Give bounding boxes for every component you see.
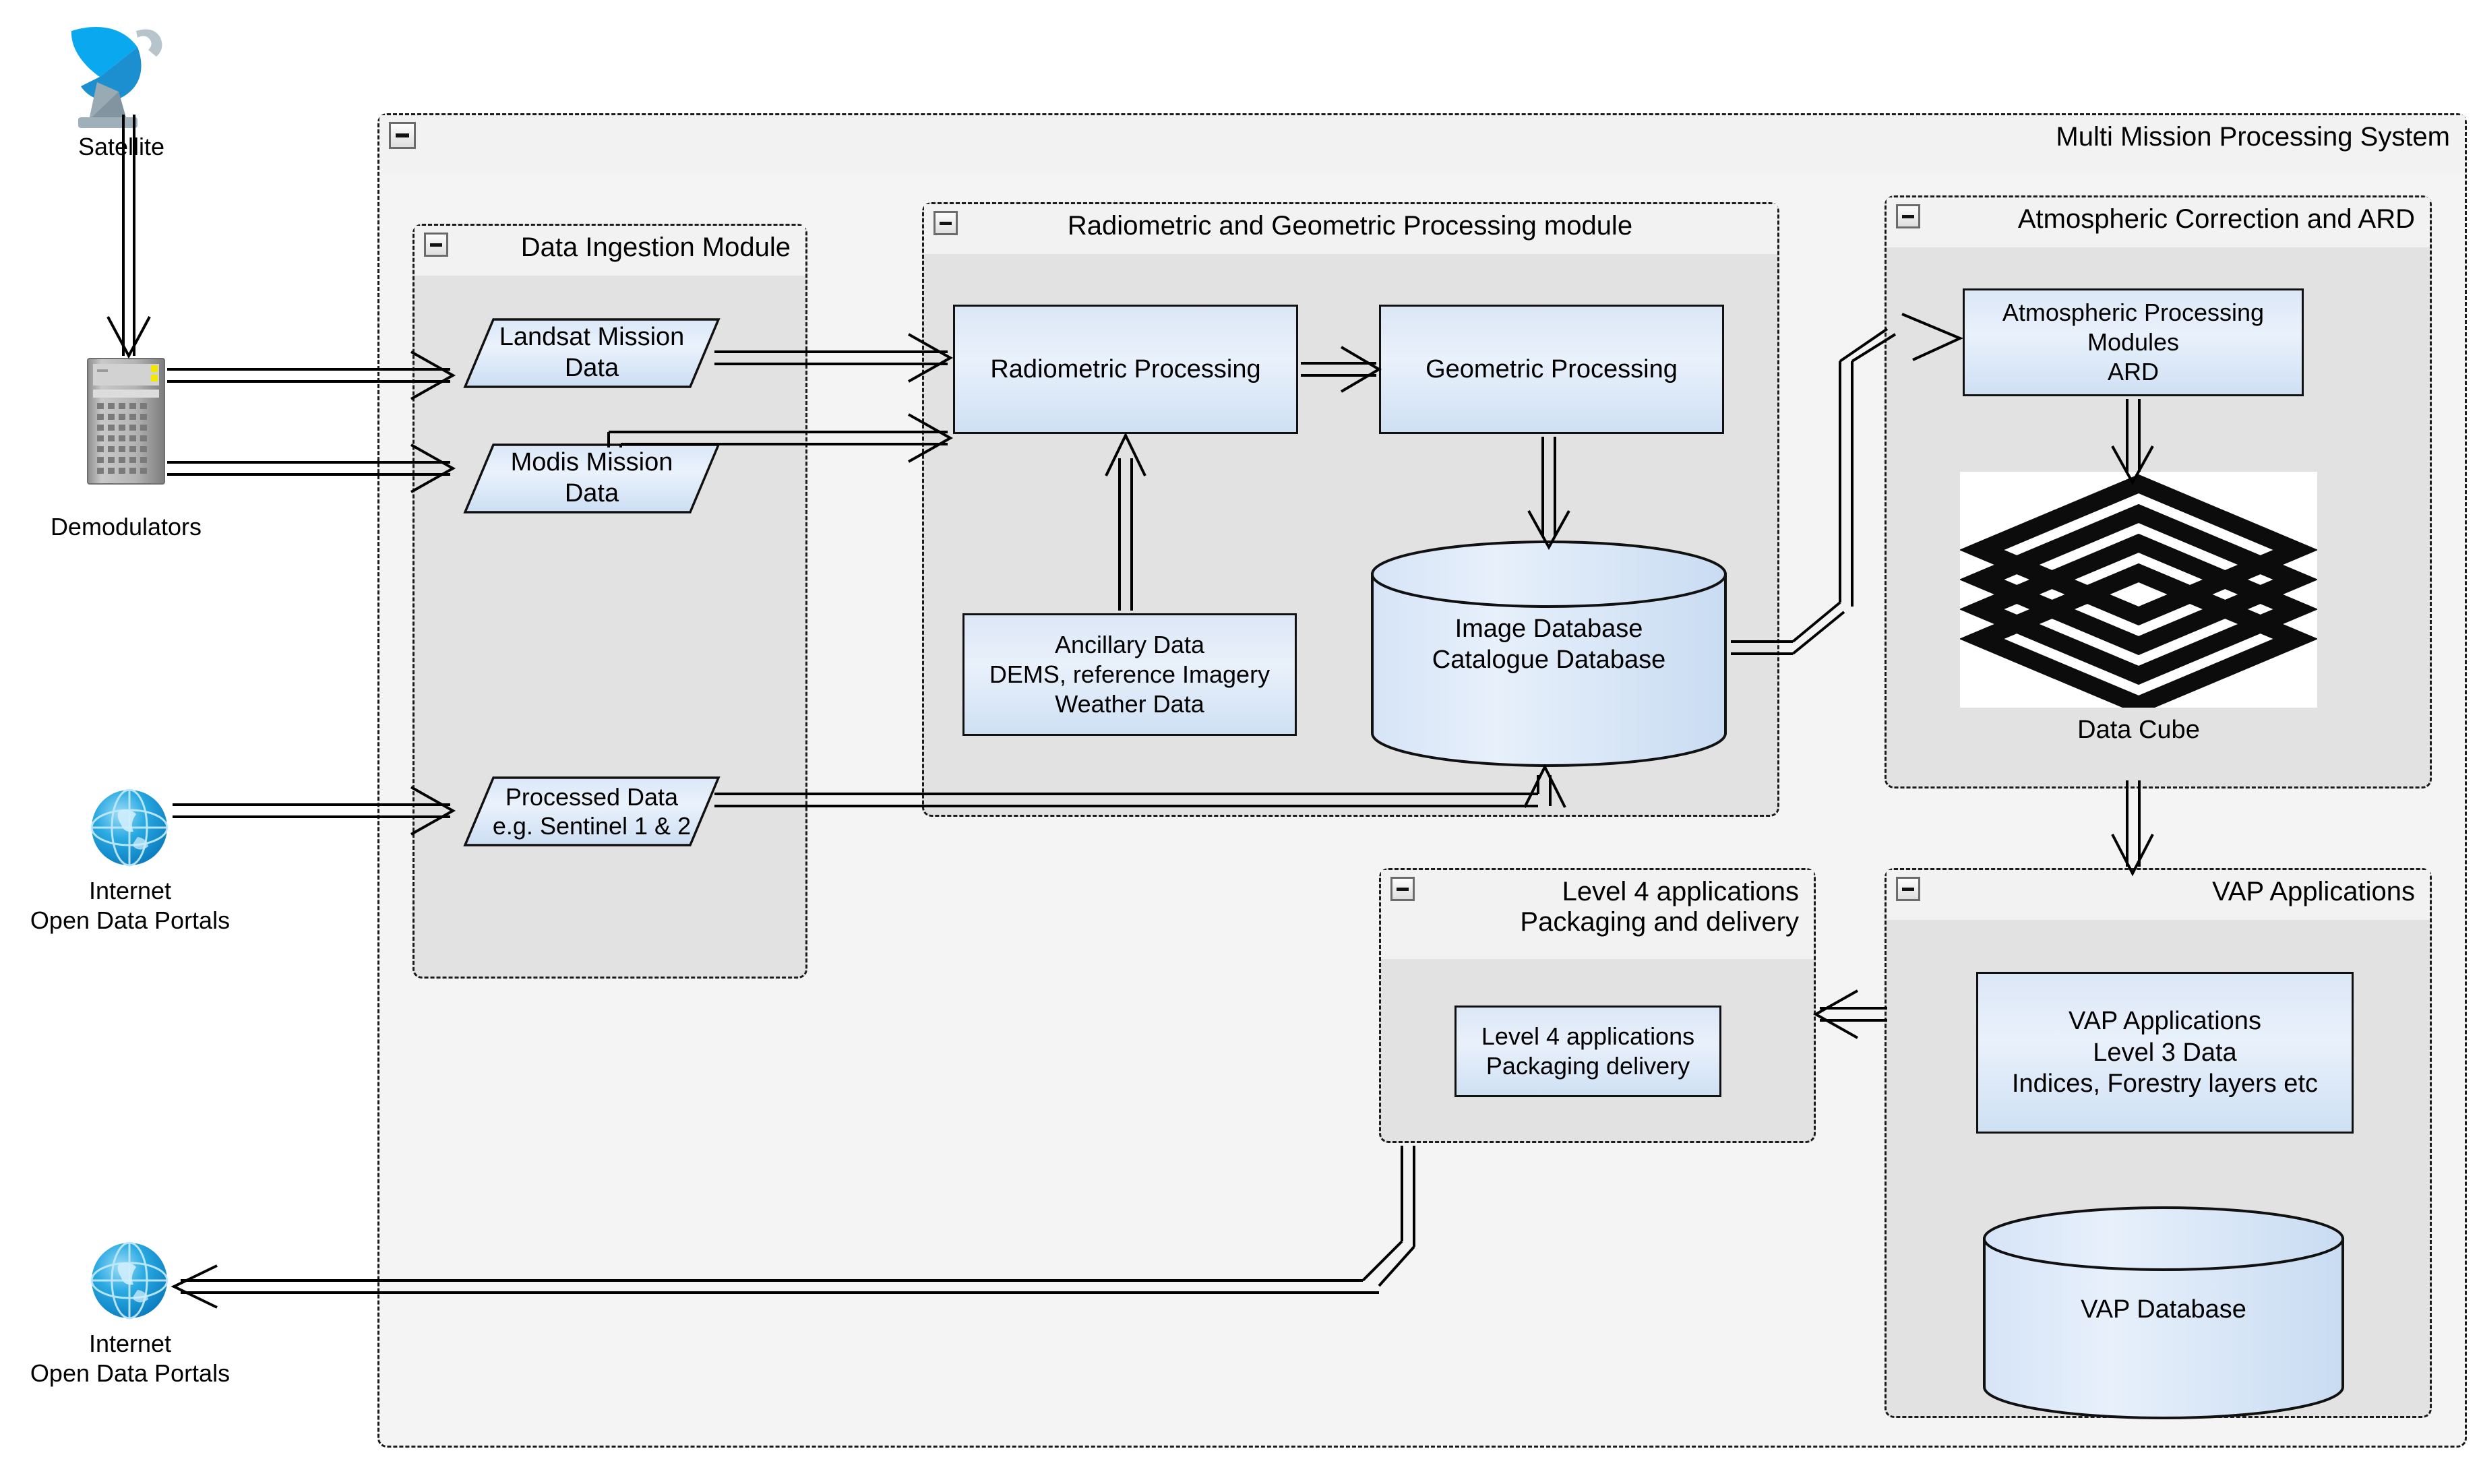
node-vap-database[interactable]: VAP Database (1982, 1206, 2346, 1422)
node-label-processed: Processed Data e.g. Sentinel 1 & 2 (492, 782, 692, 840)
node-radiometric-processing[interactable]: Radiometric Processing (953, 305, 1298, 434)
node-ancillary-data[interactable]: Ancillary Data DEMS, reference Imagery W… (962, 613, 1297, 736)
minus-icon[interactable] (389, 122, 416, 149)
label-internet-open-data-portals-bottom: Internet Open Data Portals (30, 1330, 231, 1387)
node-level4-applications-packaging[interactable]: Level 4 applications Packaging delivery (1454, 1006, 1721, 1097)
node-modis-mission-data[interactable]: Modis Mission Data (463, 443, 721, 514)
label-satellite: Satellite (78, 133, 165, 160)
panel-header-level4: Level 4 applications Packaging and deliv… (1381, 870, 1814, 959)
minus-icon[interactable] (424, 233, 448, 257)
node-vap-applications-level3[interactable]: VAP Applications Level 3 Data Indices, F… (1976, 972, 2354, 1134)
node-processed-data[interactable]: Processed Data e.g. Sentinel 1 & 2 (463, 776, 721, 846)
data-cube-icon[interactable] (1959, 472, 2319, 715)
panel-title-data-ingestion: Data Ingestion Module (520, 233, 791, 262)
minus-icon[interactable] (933, 211, 958, 235)
minus-icon[interactable] (1896, 877, 1920, 901)
panel-title-multi-mission: Multi Mission Processing System (2056, 122, 2450, 152)
node-landsat-mission-data[interactable]: Landsat Mission Data (463, 318, 721, 388)
panel-title-vap: VAP Applications (2212, 877, 2415, 906)
panel-title-radiometric-geometric: Radiometric and Geometric Processing mod… (1067, 211, 1633, 241)
panel-header-vap: VAP Applications (1887, 870, 2430, 920)
node-label-modis: Modis Mission Data (510, 448, 673, 507)
label-internet-open-data-portals-top: Internet Open Data Portals (30, 877, 231, 934)
satellite-dish-icon[interactable] (62, 12, 183, 131)
globe-icon[interactable] (88, 1239, 171, 1322)
server-rack-icon[interactable] (86, 357, 166, 485)
minus-icon[interactable] (1896, 204, 1920, 228)
panel-title-level4: Level 4 applications Packaging and deliv… (1520, 877, 1799, 937)
minus-icon[interactable] (1390, 877, 1415, 901)
node-atmospheric-processing-modules[interactable]: Atmospheric Processing Modules ARD (1963, 288, 2304, 396)
panel-header-data-ingestion: Data Ingestion Module (415, 226, 805, 276)
globe-icon[interactable] (88, 786, 171, 869)
panel-header-atmospheric: Atmospheric Correction and ARD (1887, 197, 2430, 247)
node-label-landsat: Landsat Mission Data (499, 323, 685, 382)
data-cube-label: Data Cube (2077, 716, 2200, 744)
panel-header-multi-mission: Multi Mission Processing System (379, 115, 2465, 175)
node-label-image-database: Image Database Catalogue Database (1432, 615, 1666, 675)
panel-header-radiometric-geometric: Radiometric and Geometric Processing mod… (924, 204, 1777, 254)
node-image-catalogue-database[interactable]: Image Database Catalogue Database (1370, 539, 1728, 768)
label-demodulators: Demodulators (50, 513, 202, 540)
node-label-vap-database: VAP Database (2081, 1295, 2246, 1324)
node-geometric-processing[interactable]: Geometric Processing (1379, 305, 1724, 434)
panel-title-atmospheric: Atmospheric Correction and ARD (2017, 204, 2415, 234)
